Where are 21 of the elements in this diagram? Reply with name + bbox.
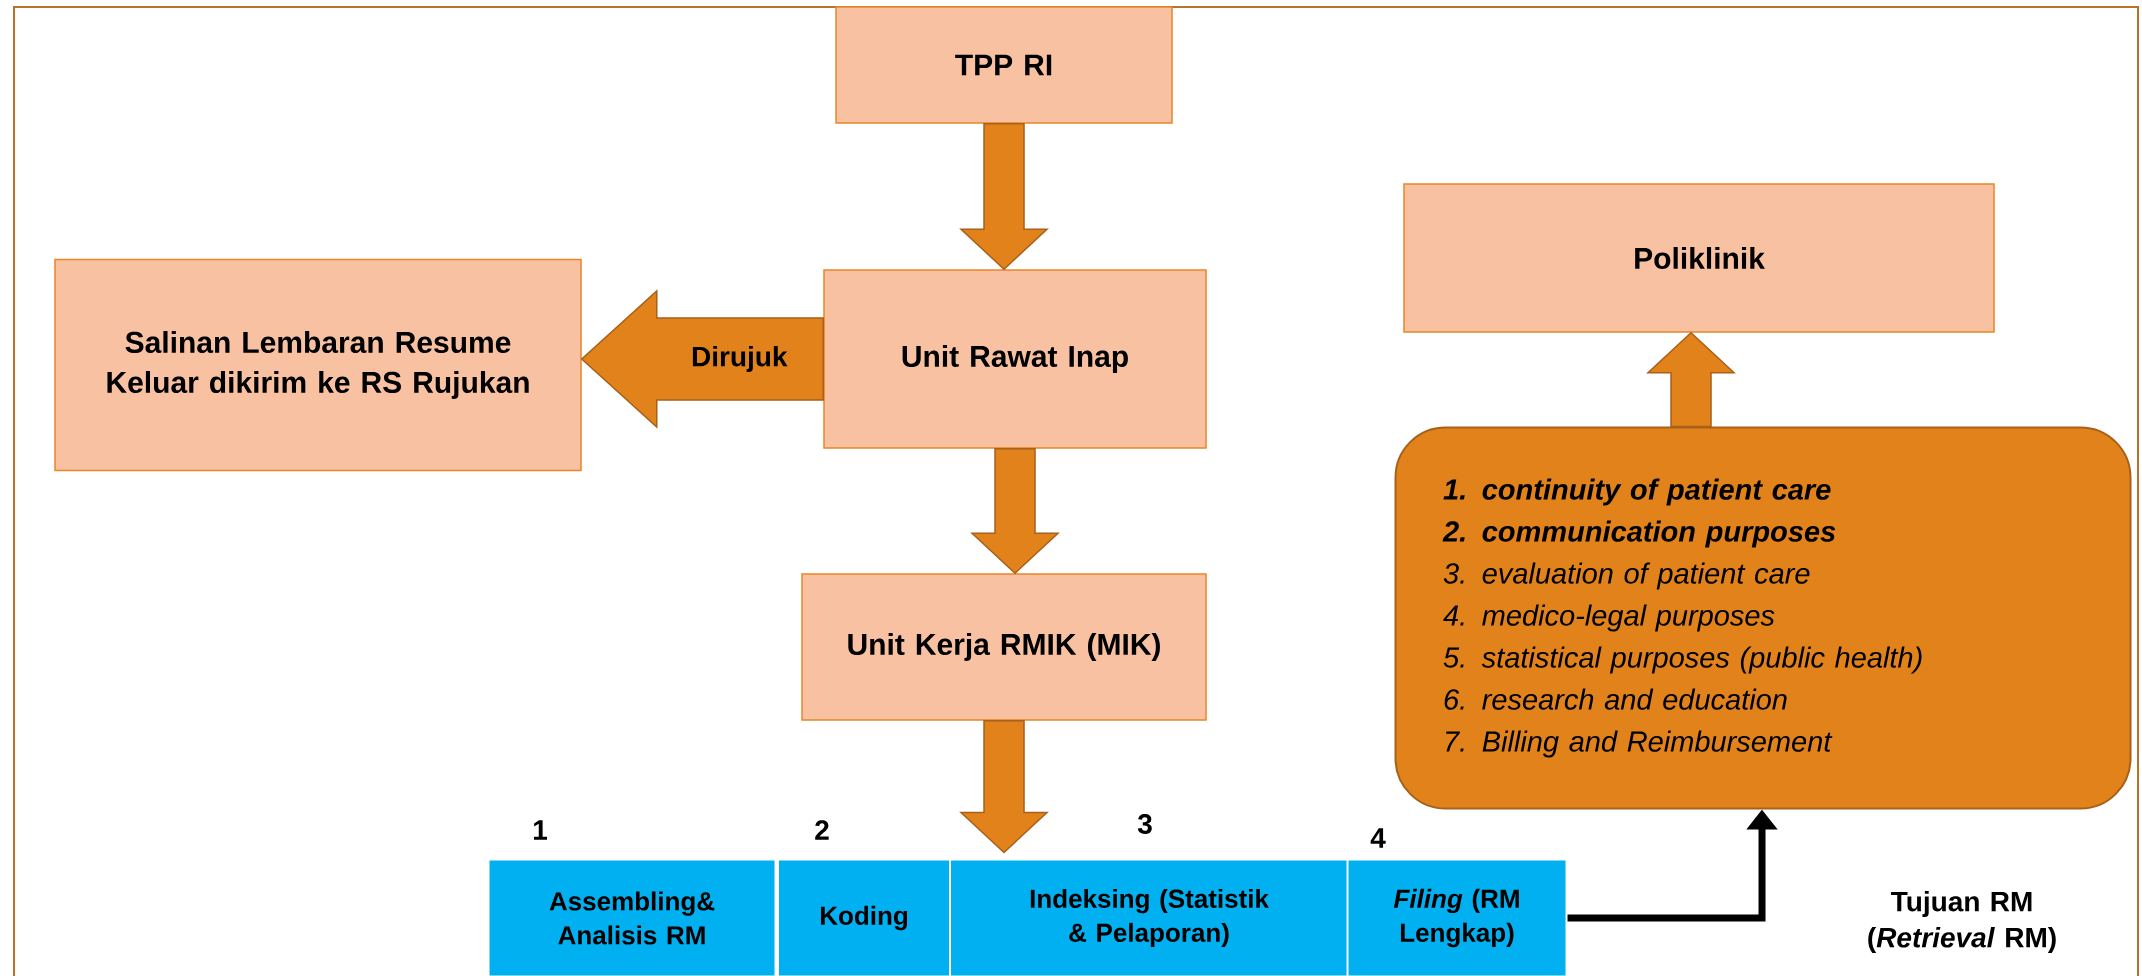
process-box: Poliklinik: [1403, 183, 1995, 333]
process-box: Salinan Lembaran Resume Keluar dikirim ke RS Rujukan: [54, 258, 582, 472]
block-arrow: [959, 123, 1049, 271]
step-number: 3: [1137, 814, 1152, 834]
step-number: 2: [815, 820, 829, 840]
step-number: 4: [1370, 828, 1386, 848]
block-arrow: [1646, 331, 1736, 428]
block-arrow: [959, 720, 1049, 854]
process-box: Unit Kerja RMIK (MIK): [801, 573, 1207, 721]
step-cell: Koding: [777, 858, 951, 976]
process-box: TPP RI: [835, 6, 1173, 124]
process-box: Unit Rawat Inap: [823, 269, 1207, 449]
block-arrow: [970, 448, 1060, 575]
purpose-list-box: 1. continuity of patient care 2. communication purposes 3. evaluation of patient care 4. medico-legal purposes 5. statistical purposes (public health) 6. research and education 7. Billing and Reimbursement: [1394, 426, 2132, 810]
node-label: Koding: [820, 905, 908, 931]
step-cell: Assembling& Analisis RM: [487, 858, 777, 976]
edge-label: Tujuan RM (Retrieval RM): [1868, 890, 2056, 954]
step-cell: Filing (RM Lengkap): [1346, 858, 1568, 976]
step-number: 1: [534, 820, 547, 840]
edge-label: Dirujuk: [692, 345, 788, 373]
node-label: Indeksing (Statistik & Pelaporan): [1030, 888, 1269, 948]
